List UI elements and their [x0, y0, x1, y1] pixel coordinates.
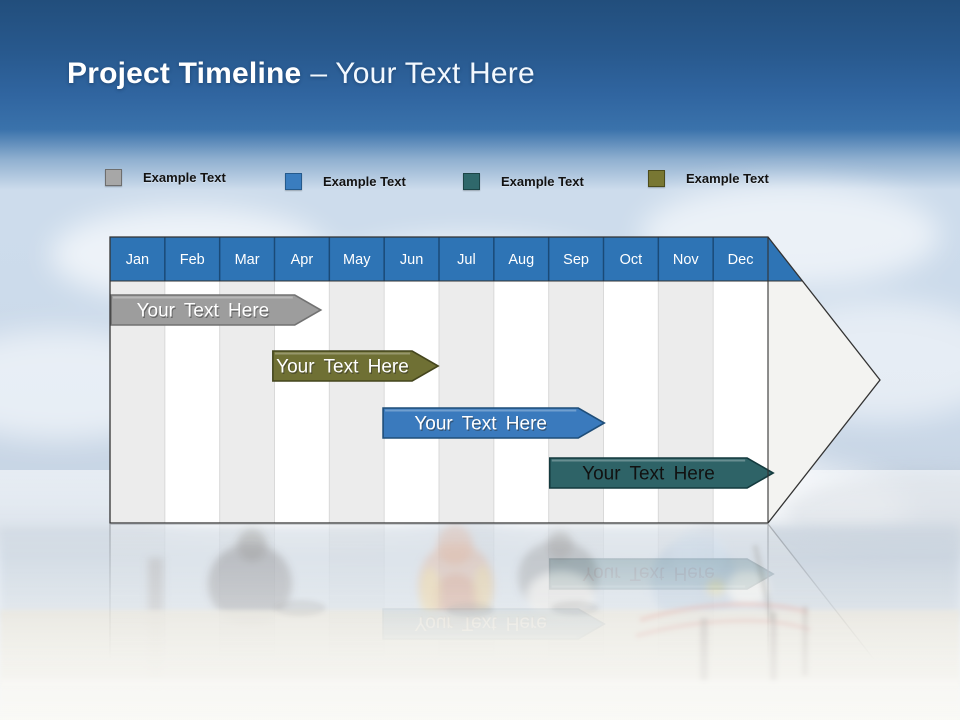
- month-label[interactable]: Mar: [235, 252, 260, 268]
- month-label[interactable]: Jan: [126, 252, 149, 268]
- legend-label[interactable]: Example Text: [686, 171, 769, 186]
- slide-title[interactable]: Project Timeline– Your Text Here: [67, 57, 535, 91]
- legend-item[interactable]: Example Text: [648, 170, 769, 187]
- month-label[interactable]: Feb: [180, 252, 205, 268]
- legend-item[interactable]: Example Text: [105, 169, 226, 186]
- legend-item[interactable]: Example Text: [285, 173, 406, 190]
- month-label[interactable]: Jun: [400, 252, 423, 268]
- svg-text:Your Text Here: Your Text Here: [415, 415, 548, 436]
- month-header-band: [110, 237, 803, 281]
- timeline-bar[interactable]: [548, 457, 775, 489]
- header-blue-band: [0, 0, 960, 190]
- month-label[interactable]: Jul: [457, 252, 476, 268]
- legend-label[interactable]: Example Text: [501, 174, 584, 189]
- legend-swatch-teal[interactable]: [463, 173, 480, 190]
- month-label[interactable]: Aug: [508, 252, 534, 268]
- timeline-bar[interactable]: [110, 294, 323, 326]
- timeline-bar-label[interactable]: Your Text Here: [276, 357, 409, 378]
- timeline-bar-label[interactable]: Your Text Here: [582, 464, 715, 485]
- month-label[interactable]: Apr: [291, 252, 314, 268]
- legend-swatch-gray[interactable]: [105, 169, 122, 186]
- month-label[interactable]: Sep: [563, 252, 589, 268]
- month-label[interactable]: Nov: [673, 252, 700, 268]
- timeline-bar-label[interactable]: Your Text Here: [414, 414, 547, 435]
- legend-label[interactable]: Example Text: [143, 170, 226, 185]
- svg-text:Your Text Here: Your Text Here: [277, 358, 410, 379]
- month-label[interactable]: May: [343, 252, 371, 268]
- legend-swatch-blue[interactable]: [285, 173, 302, 190]
- title-main: Project Timeline: [67, 57, 302, 90]
- legend-label[interactable]: Example Text: [323, 174, 406, 189]
- legend-swatch-olive[interactable]: [648, 170, 665, 187]
- title-suffix: – Your Text Here: [310, 57, 535, 90]
- legend-item[interactable]: Example Text: [463, 173, 584, 190]
- timeline-bar-label[interactable]: Your Text Here: [137, 301, 270, 322]
- timeline-bar[interactable]: [272, 350, 440, 382]
- timeline-bar[interactable]: [382, 407, 606, 439]
- svg-text:Your Text Here: Your Text Here: [138, 302, 271, 323]
- month-label[interactable]: Dec: [728, 252, 754, 268]
- month-label[interactable]: Oct: [620, 252, 643, 268]
